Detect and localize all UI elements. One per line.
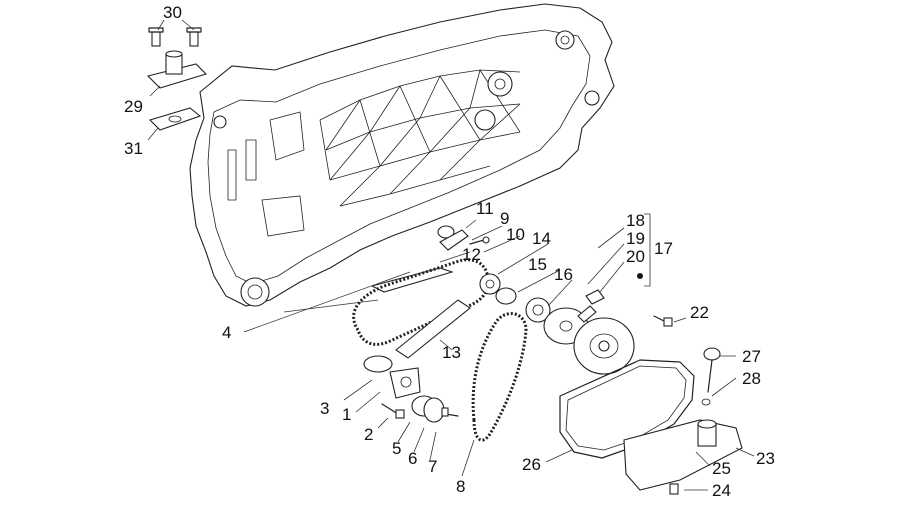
label-26: 26 [522,455,541,474]
label-4: 4 [222,323,231,342]
label-20: 20 [626,247,645,266]
label-1: 1 [342,405,351,424]
label-9: 9 [500,209,509,228]
parts-9-12 [370,225,490,293]
label-29: 29 [124,97,143,116]
gasket-26 [559,359,695,459]
leader-lines [243,219,755,491]
crankcase-cover [189,3,615,307]
label-22: 22 [690,303,709,322]
label-17: 17 [654,239,673,258]
part-labels: 30 29 31 11 9 10 14 12 18 19 20 17 15 16… [124,3,775,500]
label-5: 5 [392,439,401,458]
oil-sump [623,347,743,495]
label-8: 8 [456,477,465,496]
label-19: 19 [626,229,645,248]
label-11: 11 [476,199,494,218]
label-2: 2 [364,425,373,444]
label-24: 24 [712,481,731,500]
label-6: 6 [408,449,417,468]
label-31: 31 [124,139,143,158]
pump-assembly [543,213,651,375]
label-23: 23 [756,449,775,468]
oil-pump-parts [363,355,459,423]
label-14: 14 [532,229,551,248]
parts-29-30-31 [146,19,208,141]
label-12: 12 [462,245,481,264]
guide-13 [395,299,471,359]
chain-8 [471,312,528,442]
bolt-22 [653,315,673,327]
label-10: 10 [506,225,525,244]
label-18: 18 [626,211,645,230]
label-15: 15 [528,255,547,274]
label-27: 27 [742,347,761,366]
label-25: 25 [712,459,731,478]
label-3: 3 [320,399,329,418]
label-7: 7 [428,457,437,476]
label-28: 28 [742,369,761,388]
label-13: 13 [442,343,461,362]
sprockets [479,273,551,323]
label-16: 16 [554,265,573,284]
label-30: 30 [163,3,182,22]
